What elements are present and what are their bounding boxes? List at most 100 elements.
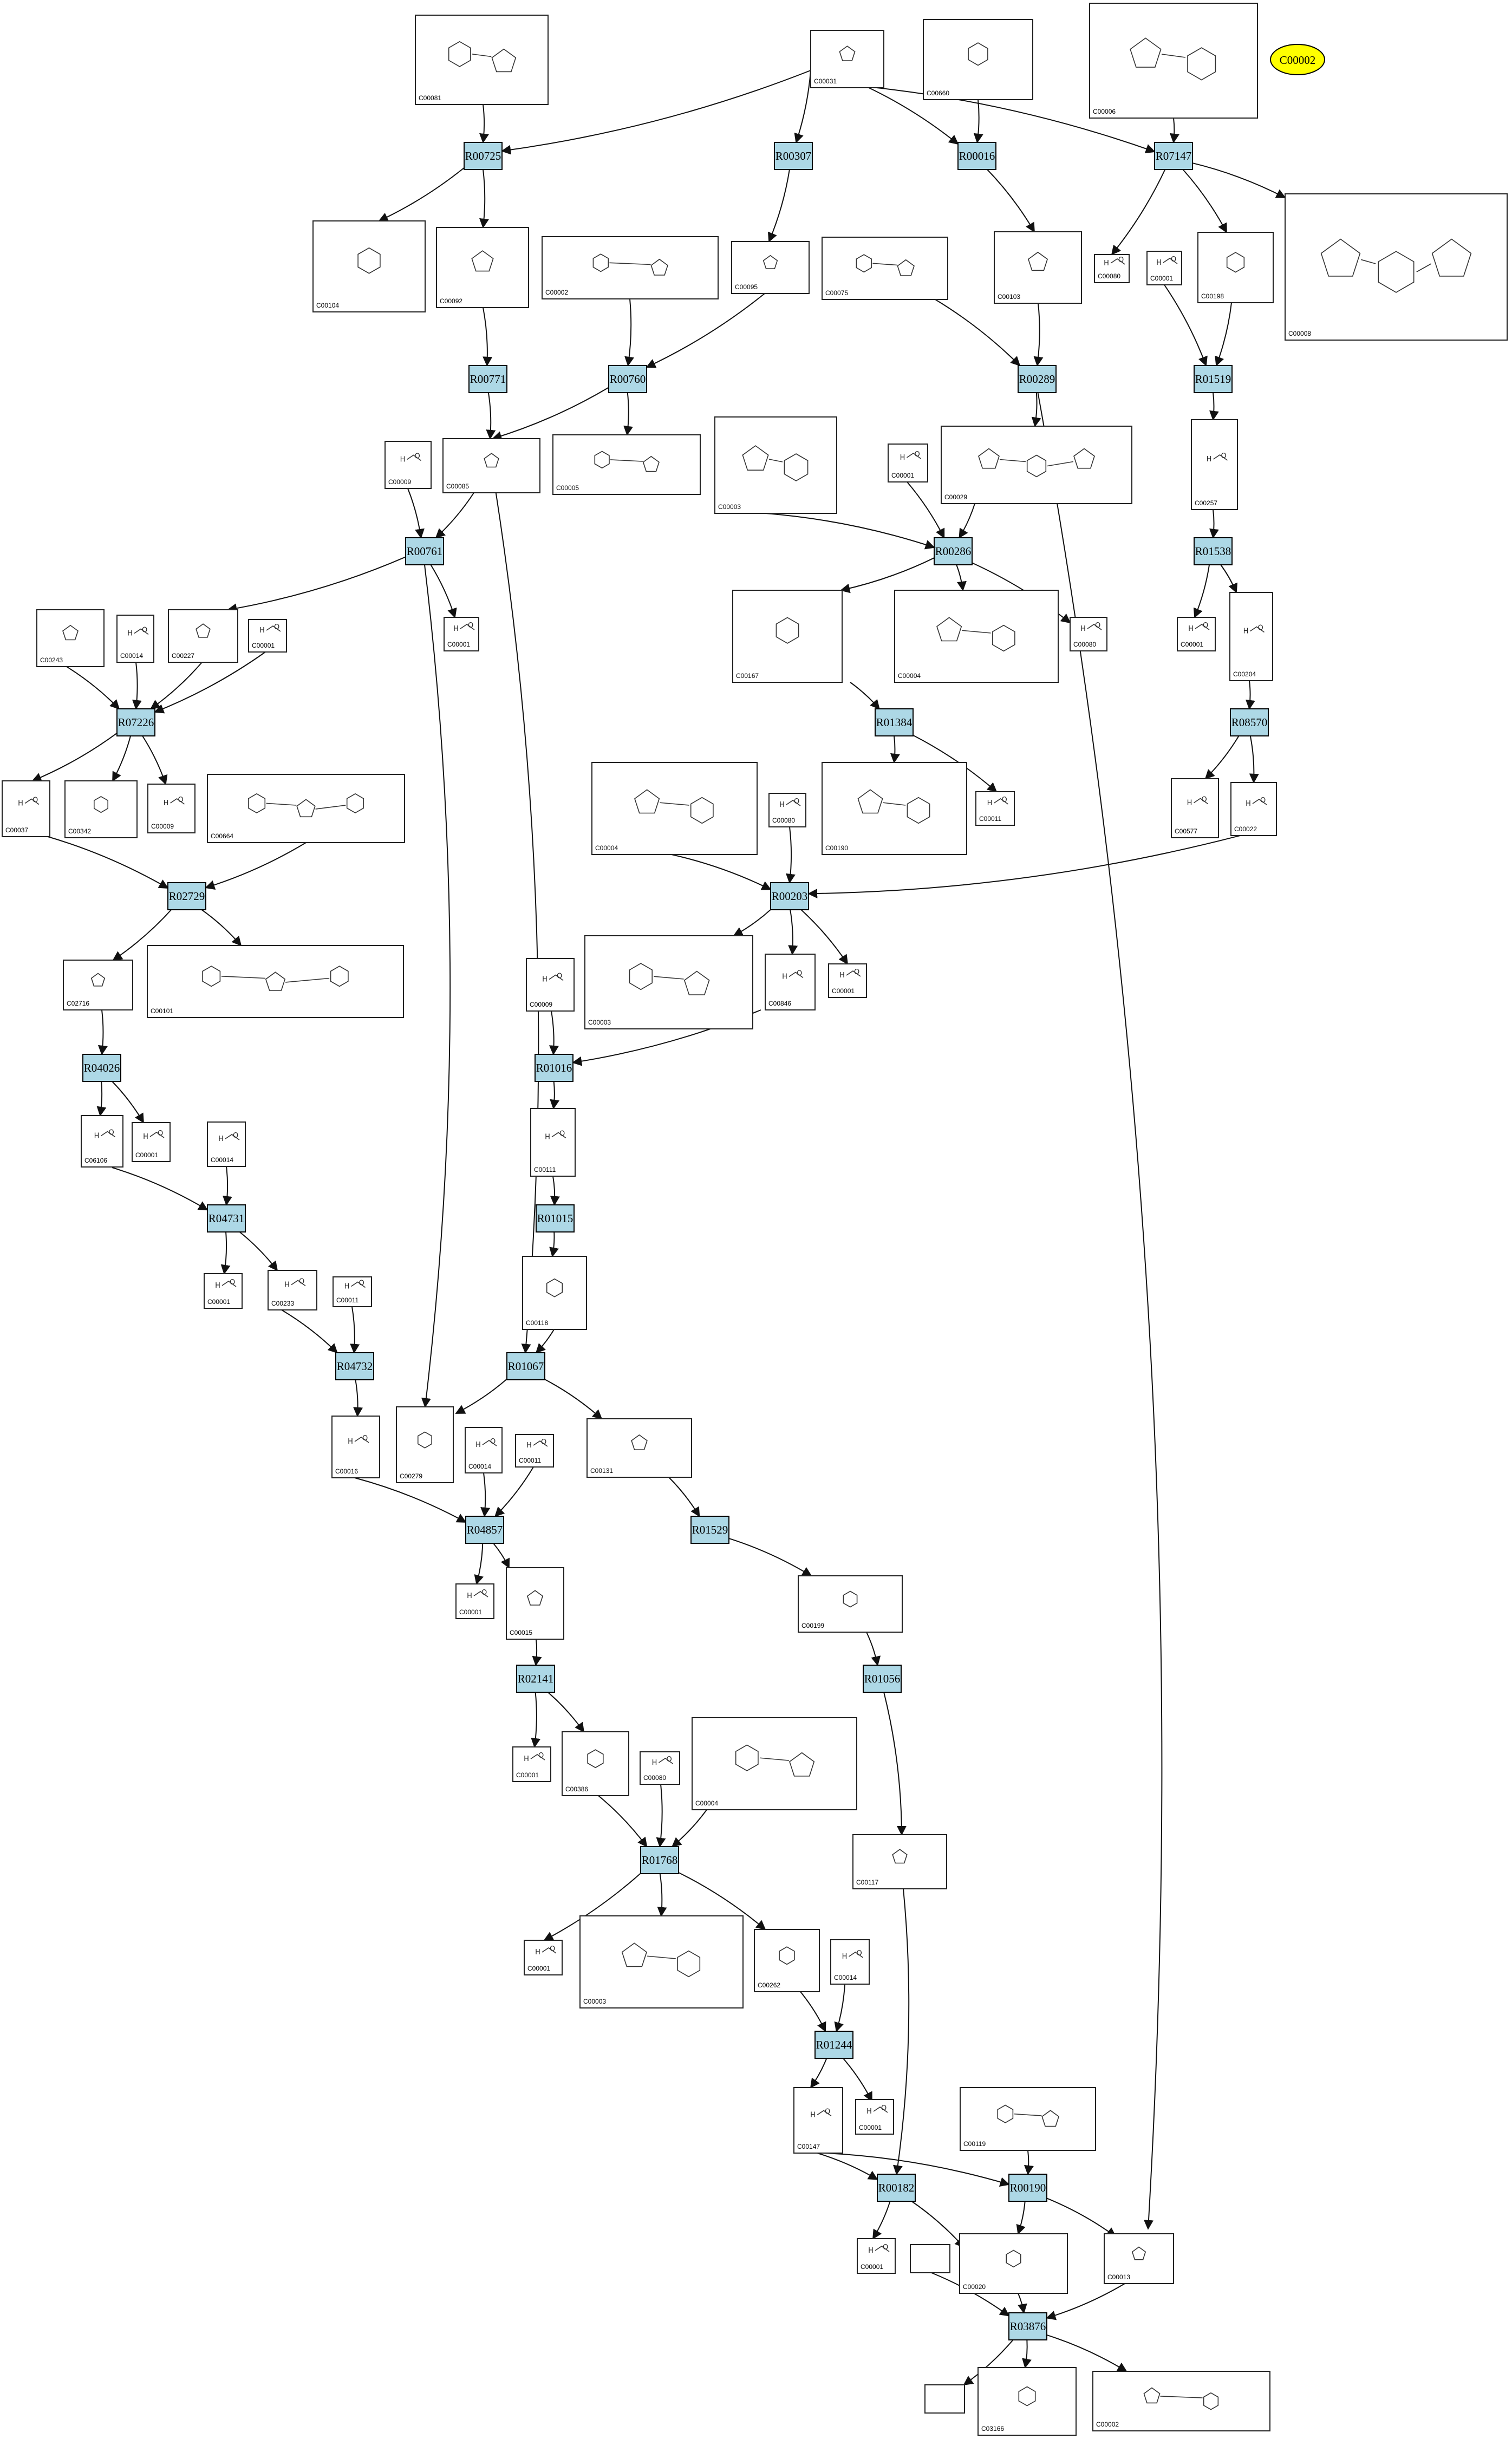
reaction-r04732[interactable]: R04732 [335, 1352, 374, 1380]
compound-c00104[interactable]: C00104 [312, 220, 426, 312]
reaction-r07226[interactable]: R07226 [116, 708, 155, 736]
compound-c00002[interactable]: C00002 [1092, 2371, 1270, 2431]
compound-empty[interactable] [910, 2244, 950, 2273]
compound-c00262[interactable]: C00262 [754, 1929, 820, 1992]
reaction-r00289[interactable]: R00289 [1018, 365, 1057, 393]
compound-c00004[interactable]: C00004 [692, 1717, 857, 1810]
reaction-r04026[interactable]: R04026 [82, 1054, 121, 1082]
compound-c00227[interactable]: C00227 [168, 609, 238, 663]
compound-c00031[interactable]: C00031 [810, 30, 884, 88]
compound-c00075[interactable]: C00075 [822, 237, 948, 300]
compound-c00386[interactable]: C00386 [562, 1731, 629, 1796]
reaction-r01067[interactable]: R01067 [506, 1352, 545, 1380]
reaction-r03876[interactable]: R03876 [1008, 2312, 1047, 2340]
compound-c00003[interactable]: C00003 [579, 1915, 744, 2008]
compound-c00199[interactable]: C00199 [798, 1575, 903, 1633]
compound-c00029[interactable]: C00029 [941, 426, 1132, 504]
compound-c03166[interactable]: C03166 [977, 2367, 1077, 2436]
compound-c00013[interactable]: C00013 [1104, 2233, 1174, 2284]
compound-c00004[interactable]: C00004 [894, 590, 1059, 683]
compound-c00081[interactable]: C00081 [415, 15, 549, 105]
reaction-r01384[interactable]: R01384 [875, 708, 914, 736]
reaction-r00286[interactable]: R00286 [934, 537, 973, 565]
compound-c00119[interactable]: C00119 [960, 2087, 1096, 2151]
compound-c00085[interactable]: C00085 [442, 438, 540, 493]
compound-c00002[interactable]: C00002 [542, 236, 719, 299]
reaction-r00725[interactable]: R00725 [464, 142, 503, 170]
compound-c00279[interactable]: C00279 [396, 1406, 454, 1483]
reaction-r00760[interactable]: R00760 [608, 365, 647, 393]
reaction-r00190[interactable]: R00190 [1008, 2174, 1047, 2202]
reaction-r00182[interactable]: R00182 [877, 2174, 916, 2202]
compound-c00092[interactable]: C00092 [436, 227, 529, 308]
compound-c00342[interactable]: C00342 [64, 780, 138, 838]
reaction-r00016[interactable]: R00016 [957, 142, 996, 170]
compound-c00118[interactable]: C00118 [522, 1256, 587, 1330]
compound-c00190[interactable]: C00190 [822, 762, 967, 855]
compound-c00003[interactable]: C00003 [714, 416, 837, 514]
reaction-r01768[interactable]: R01768 [640, 1846, 679, 1874]
reaction-r04731[interactable]: R04731 [207, 1204, 246, 1232]
reaction-r00761[interactable]: R00761 [405, 537, 444, 565]
highlight-ellipse-c00002[interactable] [1270, 44, 1325, 75]
compound-c02716[interactable]: C02716 [63, 960, 133, 1010]
compound-c00005[interactable]: C00005 [552, 434, 701, 495]
reaction-r07147[interactable]: R07147 [1154, 142, 1193, 170]
reaction-r01538[interactable]: R01538 [1194, 537, 1233, 565]
compound-c00008[interactable]: C00008 [1285, 193, 1508, 341]
reaction-r00771[interactable]: R00771 [468, 365, 507, 393]
compound-c00243[interactable]: C00243 [36, 609, 105, 667]
reaction-r00203[interactable]: R00203 [770, 882, 809, 910]
reaction-r01056[interactable]: R01056 [863, 1665, 902, 1693]
compound-c00003[interactable]: C00003 [584, 935, 753, 1029]
compound-c00131[interactable]: C00131 [586, 1418, 692, 1478]
compound-c00095[interactable]: C00095 [731, 241, 810, 294]
compound-c00167[interactable]: C00167 [732, 590, 843, 683]
reaction-r08570[interactable]: R08570 [1230, 708, 1269, 736]
compound-c00020[interactable]: C00020 [959, 2233, 1068, 2294]
reaction-r02729[interactable]: R02729 [167, 882, 206, 910]
compound-c00198[interactable]: C00198 [1197, 232, 1274, 303]
compound-c00103[interactable]: C00103 [994, 231, 1082, 304]
reaction-r01015[interactable]: R01015 [536, 1204, 575, 1232]
compound-c00006[interactable]: C00006 [1089, 3, 1258, 119]
reaction-r04857[interactable]: R04857 [465, 1516, 504, 1544]
reaction-r01529[interactable]: R01529 [690, 1516, 729, 1544]
reaction-r01519[interactable]: R01519 [1194, 365, 1233, 393]
reaction-r00307[interactable]: R00307 [774, 142, 813, 170]
